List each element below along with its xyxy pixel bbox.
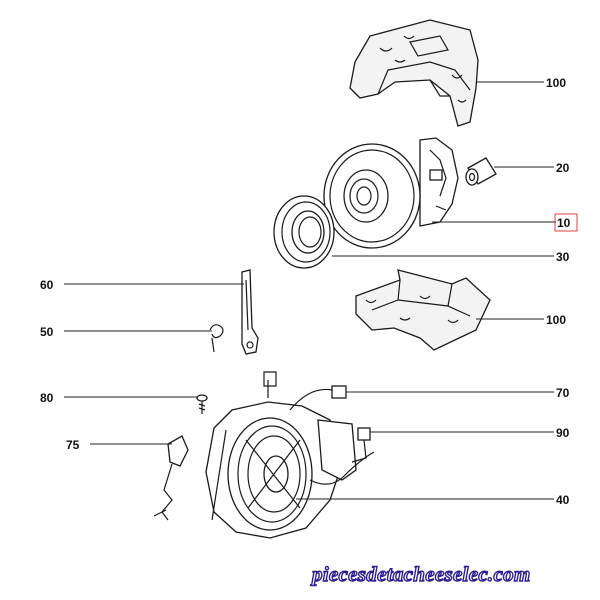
part-foam-cover-top xyxy=(349,19,479,127)
part-motor xyxy=(323,137,459,249)
callout-80: 80 xyxy=(40,391,54,405)
part-carbon-brush xyxy=(465,157,497,186)
part-lever xyxy=(241,269,259,355)
callout-50: 50 xyxy=(40,325,54,339)
callout-70: 70 xyxy=(556,386,570,400)
callout-40: 40 xyxy=(556,493,570,507)
callout-10: 10 xyxy=(557,216,571,230)
callout-100-top: 100 xyxy=(546,76,566,90)
callout-100-bottom: 100 xyxy=(546,313,566,327)
part-power-cord xyxy=(263,371,347,411)
part-gasket-ring xyxy=(273,195,335,269)
part-cable-reel xyxy=(205,401,375,539)
callout-20: 20 xyxy=(556,161,570,175)
leader-lines xyxy=(64,81,556,500)
callout-30: 30 xyxy=(556,250,570,264)
watermark: piecesdetacheeselec.com xyxy=(311,561,531,586)
part-foam-holder-bottom xyxy=(355,269,491,351)
part-switch-wire xyxy=(153,435,189,521)
part-connector xyxy=(351,427,371,463)
callout-labels: 100 20 10 30 100 60 50 70 80 90 75 40 xyxy=(40,76,571,507)
callout-90: 90 xyxy=(556,426,570,440)
callout-60: 60 xyxy=(40,278,54,292)
callout-75: 75 xyxy=(66,438,80,452)
part-screw xyxy=(196,394,208,414)
callout-highlight-box xyxy=(554,213,578,232)
part-spring xyxy=(209,324,224,353)
